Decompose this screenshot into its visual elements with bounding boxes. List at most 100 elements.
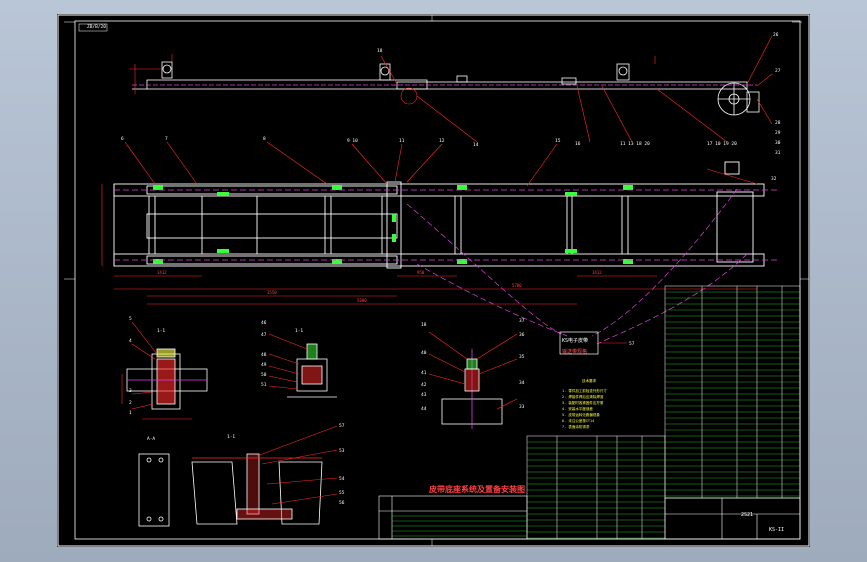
svg-text:14: 14 — [473, 142, 479, 148]
svg-text:950: 950 — [417, 270, 425, 275]
svg-text:1-1: 1-1 — [157, 328, 165, 334]
svg-text:11 13 18 20: 11 13 18 20 — [620, 141, 650, 147]
svg-text:4: 4 — [129, 338, 132, 344]
svg-text:5800: 5800 — [357, 298, 367, 303]
part-tag: KS电子皮带 — [562, 338, 589, 344]
detail-bearing-housing — [126, 348, 208, 410]
part-tag-note: 输送带规格 — [562, 349, 588, 355]
svg-text:34: 34 — [519, 380, 525, 386]
top-dims — [129, 35, 773, 143]
svg-text:11: 11 — [399, 138, 405, 144]
svg-text:35: 35 — [519, 354, 525, 360]
detail3-leaders — [428, 331, 518, 410]
pulley-icon — [717, 82, 760, 116]
top-assembly — [132, 61, 748, 90]
svg-text:26: 26 — [773, 32, 779, 38]
svg-text:1-1: 1-1 — [295, 328, 303, 334]
svg-text:5. 皮带运转无跑偏现象: 5. 皮带运转无跑偏现象 — [562, 412, 600, 417]
svg-text:44: 44 — [421, 406, 427, 412]
parts-list-table-2 — [526, 435, 666, 540]
svg-text:4. 安装水平度误差: 4. 安装水平度误差 — [562, 406, 593, 411]
svg-text:2: 2 — [129, 400, 132, 406]
svg-text:9 10: 9 10 — [347, 138, 358, 144]
svg-text:37: 37 — [519, 318, 525, 324]
svg-text:46: 46 — [261, 320, 267, 326]
plan-dim-values: 1412 1550 5800 5780 1412 950 — [157, 270, 602, 303]
svg-text:1412: 1412 — [157, 270, 167, 275]
detail1-leaders — [121, 321, 192, 420]
svg-text:28: 28 — [775, 120, 781, 126]
detail5-leaders — [256, 425, 338, 505]
svg-text:29: 29 — [775, 130, 781, 136]
detail2-leaders — [268, 333, 308, 390]
svg-text:6: 6 — [121, 136, 124, 142]
svg-text:12: 12 — [439, 138, 445, 144]
svg-text:56: 56 — [339, 500, 345, 506]
svg-text:47: 47 — [261, 332, 267, 338]
svg-text:42: 42 — [421, 382, 427, 388]
svg-text:1550: 1550 — [267, 290, 277, 295]
svg-text:54: 54 — [339, 476, 345, 482]
svg-text:30: 30 — [775, 140, 781, 146]
parts-list-rows — [665, 291, 800, 497]
svg-text:1: 1 — [129, 410, 132, 416]
svg-text:18: 18 — [421, 322, 427, 328]
svg-text:A-A: A-A — [147, 436, 155, 442]
svg-text:1. 零件加工前检查外形尺寸: 1. 零件加工前检查外形尺寸 — [562, 388, 607, 393]
clamp-icon — [287, 343, 337, 398]
svg-text:48: 48 — [261, 352, 267, 358]
bearing-blocks — [153, 185, 633, 264]
svg-text:43: 43 — [421, 392, 427, 398]
svg-text:32: 32 — [771, 176, 777, 182]
svg-text:57: 57 — [629, 341, 635, 347]
svg-text:技术要求: 技术要求 — [582, 378, 596, 383]
svg-text:53: 53 — [339, 448, 345, 454]
svg-text:17 10 19 20: 17 10 19 20 — [707, 141, 737, 147]
svg-text:50: 50 — [261, 372, 267, 378]
title-block — [378, 495, 801, 540]
svg-text:18: 18 — [377, 48, 383, 54]
section-view-icon — [441, 349, 503, 429]
svg-text:31: 31 — [775, 150, 781, 156]
svg-text:1-1: 1-1 — [227, 434, 235, 440]
svg-text:8: 8 — [263, 136, 266, 142]
svg-text:3. 装配时各紧固件应拧紧: 3. 装配时各紧固件应拧紧 — [562, 400, 604, 405]
svg-text:5: 5 — [129, 316, 132, 322]
plan-numbers: 6 7 8 9 10 11 12 15 32 — [121, 136, 777, 182]
figure-code: 2S21 — [741, 512, 754, 518]
svg-text:3: 3 — [129, 388, 132, 394]
inner-frame — [74, 20, 801, 540]
detail-support-plate — [138, 453, 170, 527]
svg-text:51: 51 — [261, 382, 267, 388]
svg-text:2. 焊接件焊后应清除焊渣: 2. 焊接件焊后应清除焊渣 — [562, 394, 604, 399]
svg-text:57: 57 — [339, 423, 345, 429]
svg-text:7: 7 — [165, 136, 168, 142]
tech-notes: 技术要求 1. 零件加工前检查外形尺寸 2. 焊接件焊后应清除焊渣 3. 装配时… — [562, 378, 607, 429]
svg-text:33: 33 — [519, 404, 525, 410]
frame-ticks — [64, 15, 809, 546]
svg-text:41: 41 — [421, 370, 427, 376]
svg-text:16: 16 — [575, 141, 581, 147]
svg-text:49: 49 — [261, 362, 267, 368]
main-frame — [113, 161, 765, 269]
svg-text:27: 27 — [775, 68, 781, 74]
svg-text:36: 36 — [519, 332, 525, 338]
detail-foundation — [191, 453, 323, 525]
drawing-title: 皮带底座系统及置备安装图 — [429, 485, 525, 494]
svg-text:15: 15 — [555, 138, 561, 144]
reference-label: ZB/B/20 — [87, 25, 106, 30]
svg-text:55: 55 — [339, 490, 345, 496]
svg-text:5780: 5780 — [512, 283, 522, 288]
parts-list-table — [664, 285, 801, 499]
svg-text:1412: 1412 — [592, 270, 602, 275]
svg-text:6. 未注公差按IT14: 6. 未注公差按IT14 — [562, 418, 594, 423]
drawing-number: KS-II — [769, 527, 785, 533]
outer-frame — [57, 14, 810, 547]
svg-text:7. 表面涂防锈漆: 7. 表面涂防锈漆 — [562, 424, 590, 429]
svg-text:40: 40 — [421, 350, 427, 356]
belt-centerlines — [114, 188, 777, 345]
plan-dims — [101, 141, 758, 305]
top-numbers: 18 14 16 11 13 18 20 17 10 19 20 26 27 28 29 3… — [377, 32, 781, 156]
